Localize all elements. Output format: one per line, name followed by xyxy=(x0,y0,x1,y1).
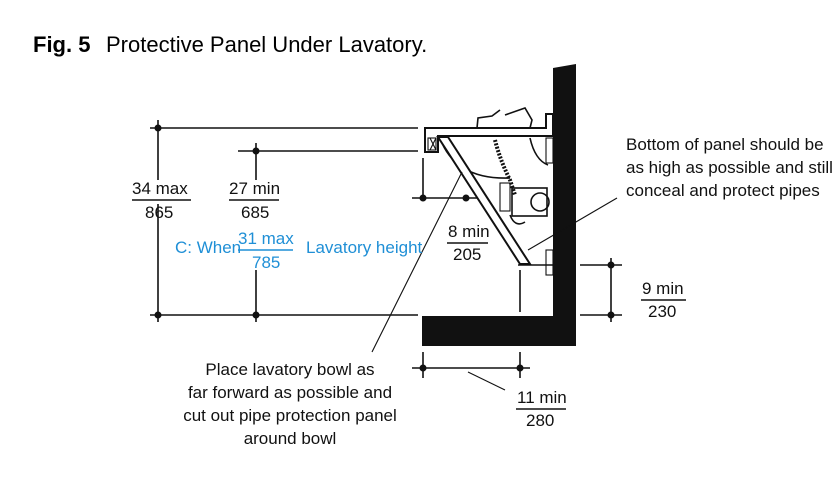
children-mm: 785 xyxy=(252,253,280,272)
panel-note: Bottom of panel should be as high as pos… xyxy=(626,135,833,200)
figure-title: Protective Panel Under Lavatory. xyxy=(106,32,427,57)
toe-in: 11 min xyxy=(517,388,567,407)
svg-text:cut out pipe protection panel: cut out pipe protection panel xyxy=(183,406,397,425)
dimension-lines xyxy=(150,120,622,391)
knee-min-mm: 685 xyxy=(241,203,269,222)
svg-text:around bowl: around bowl xyxy=(244,429,337,448)
panel-bottom-in: 9 min xyxy=(642,279,684,298)
bowl-note: Place lavatory bowl as far forward as po… xyxy=(183,360,397,448)
children-in: 31 max xyxy=(238,229,294,248)
children-suffix: Lavatory height xyxy=(306,238,423,257)
panel-depth-in: 8 min xyxy=(448,222,490,241)
wall xyxy=(422,64,576,346)
panel-bottom-mm: 230 xyxy=(648,302,676,321)
svg-text:Bottom of panel should be: Bottom of panel should be xyxy=(626,135,824,154)
height-max-mm: 865 xyxy=(145,203,173,222)
children-prefix: C: When xyxy=(175,238,241,257)
protection-panel xyxy=(436,136,553,312)
toe-mm: 280 xyxy=(526,411,554,430)
svg-text:far forward as possible and: far forward as possible and xyxy=(188,383,392,402)
svg-text:as high as possible and still: as high as possible and still xyxy=(626,158,833,177)
svg-text:conceal and protect pipes: conceal and protect pipes xyxy=(626,181,820,200)
knee-min-in: 27 min xyxy=(229,179,280,198)
lavatory xyxy=(424,107,554,276)
figure-number: Fig. 5 xyxy=(33,32,90,57)
panel-depth-mm: 205 xyxy=(453,245,481,264)
svg-text:Place lavatory bowl as: Place lavatory bowl as xyxy=(205,360,374,379)
height-max-in: 34 max xyxy=(132,179,188,198)
